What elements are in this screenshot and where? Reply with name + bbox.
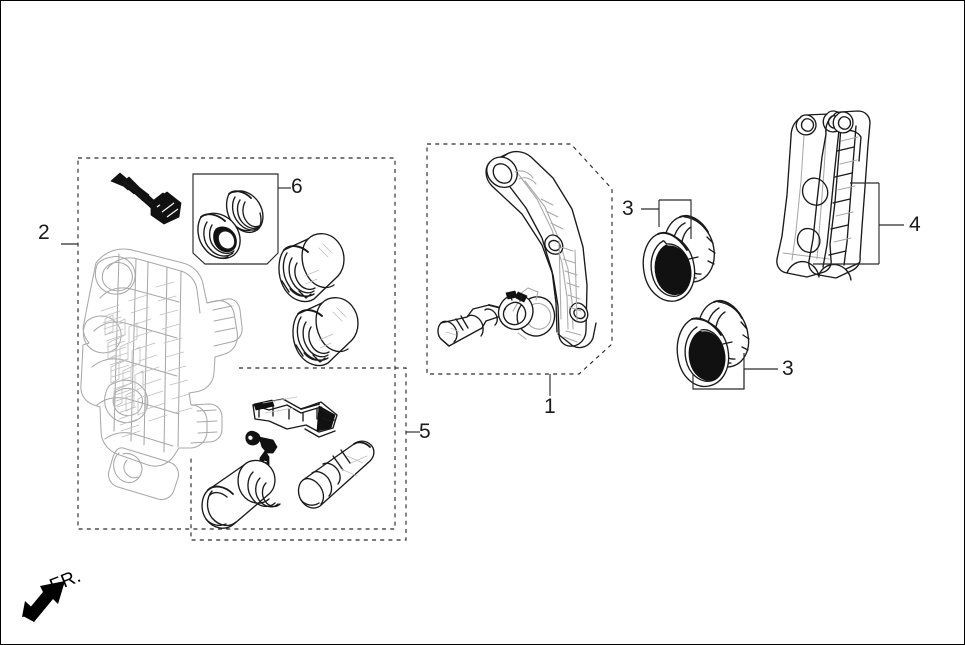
slide-pin: [437, 304, 506, 347]
callout-label-2: 2: [38, 221, 50, 244]
caliper-body-marking: [104, 314, 147, 416]
callout-label-4: 4: [909, 213, 921, 236]
brake-pad-outer: [776, 110, 844, 278]
callout-label-3-upper: 3: [622, 197, 634, 220]
seal-ring-pair-upper: [641, 199, 716, 302]
piston-upper: [278, 233, 345, 303]
callout-label-6: 6: [291, 175, 303, 198]
retaining-clip: [497, 290, 534, 331]
brake-pad-inner: [808, 110, 871, 281]
caliper-body-texture: [100, 281, 193, 438]
fr-arrow-icon: [22, 581, 65, 622]
callout-label-5: 5: [419, 420, 431, 443]
callout-label-3-lower: 3: [782, 357, 794, 380]
pad-spring: [252, 396, 338, 438]
group-1-boundary: [426, 143, 613, 396]
pad-pin: [297, 440, 375, 509]
group-6-boundary: [192, 173, 291, 265]
piston-lower: [292, 297, 359, 367]
bushing-boot: [201, 459, 281, 529]
caliper-body: [80, 248, 243, 500]
piston-oil-seal: [197, 212, 241, 260]
brake-pad-set: [776, 110, 904, 281]
caliper-bracket: [485, 150, 597, 349]
seal-ring-pair-lower: [676, 300, 778, 390]
callout-label-1: 1: [544, 395, 556, 418]
bleed-valve-cap: [150, 191, 182, 225]
piston-dust-seal: [225, 190, 264, 233]
group-5-boundary: [190, 367, 407, 541]
